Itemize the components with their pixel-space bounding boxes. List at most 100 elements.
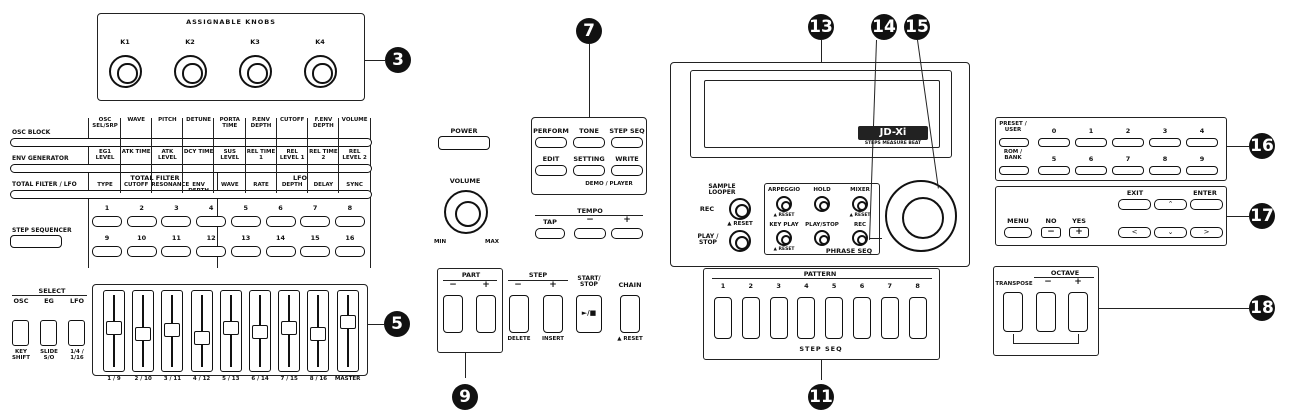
select-eg-button[interactable]	[40, 320, 57, 346]
part-plus-button[interactable]	[476, 295, 496, 333]
knob-k2[interactable]	[174, 55, 207, 88]
tempo-plus-button[interactable]	[611, 228, 643, 239]
phrase-playstop-button[interactable]	[814, 230, 830, 246]
transpose-button[interactable]	[1003, 292, 1023, 332]
step-button[interactable]	[334, 246, 365, 257]
fader-slider[interactable]	[219, 290, 242, 372]
fader-cap[interactable]	[135, 327, 152, 341]
pattern-pad[interactable]	[853, 297, 871, 339]
step-button[interactable]	[161, 216, 192, 227]
down-button[interactable]: ⌄	[1154, 227, 1187, 238]
fader-slider[interactable]	[103, 290, 125, 372]
pattern-pad[interactable]	[880, 297, 899, 339]
keyplay-button[interactable]	[776, 230, 792, 246]
left-button[interactable]: <	[1118, 227, 1151, 238]
fader-cap[interactable]	[222, 321, 239, 335]
step-button[interactable]	[265, 216, 296, 227]
pattern-pad[interactable]	[797, 297, 816, 339]
volume-knob[interactable]	[444, 190, 488, 234]
menu-button[interactable]	[1004, 227, 1032, 238]
step-button[interactable]	[265, 246, 296, 257]
octave-minus-button[interactable]	[1036, 292, 1056, 332]
looper-rec-button[interactable]	[729, 198, 751, 220]
right-button[interactable]: >	[1190, 227, 1223, 238]
step-button[interactable]	[196, 216, 227, 227]
fader-slider[interactable]	[249, 290, 271, 372]
enter-button[interactable]	[1190, 199, 1223, 210]
preset-number-button[interactable]	[1112, 166, 1144, 175]
mixer-button[interactable]	[852, 196, 868, 212]
fader-slider[interactable]	[336, 290, 359, 372]
hold-button[interactable]	[814, 196, 830, 212]
fader-cap[interactable]	[281, 321, 298, 335]
fader-cap[interactable]	[164, 323, 181, 337]
phrase-rec-button[interactable]	[852, 230, 868, 246]
value-dial[interactable]	[885, 180, 957, 252]
pattern-pad[interactable]	[741, 297, 760, 339]
step-button[interactable]	[230, 216, 261, 227]
looper-play-button[interactable]	[729, 230, 751, 252]
exit-button[interactable]	[1118, 199, 1151, 210]
fader-slider[interactable]	[278, 290, 301, 372]
octave-plus-button[interactable]	[1068, 292, 1088, 332]
fader-cap[interactable]	[106, 321, 122, 335]
preset-number-button[interactable]	[1149, 138, 1181, 147]
fader-cap[interactable]	[193, 331, 210, 345]
osc-block-button[interactable]	[10, 138, 372, 147]
step-button[interactable]	[196, 246, 227, 257]
tap-button[interactable]	[535, 228, 565, 239]
fader-cap[interactable]	[339, 315, 356, 329]
preset-number-button[interactable]	[1075, 138, 1107, 147]
step-button[interactable]	[161, 246, 192, 257]
power-button[interactable]	[438, 136, 490, 150]
fader-slider[interactable]	[132, 290, 155, 372]
write-button[interactable]	[611, 165, 643, 176]
step-button[interactable]	[334, 216, 365, 227]
step-button[interactable]	[126, 216, 157, 227]
preset-user-button[interactable]	[999, 138, 1029, 147]
yes-button[interactable]: +	[1069, 227, 1089, 238]
preset-number-button[interactable]	[1112, 138, 1144, 147]
select-lfo-button[interactable]	[68, 320, 85, 346]
preset-number-button[interactable]	[1149, 166, 1181, 175]
total-filter-lfo-button[interactable]	[10, 190, 372, 199]
tone-button[interactable]	[573, 137, 605, 148]
step-button[interactable]	[300, 246, 331, 257]
step-button[interactable]	[230, 246, 261, 257]
step-button[interactable]	[92, 246, 122, 257]
preset-number-button[interactable]	[1186, 138, 1218, 147]
step-plus-button[interactable]	[543, 295, 563, 333]
fader-slider[interactable]	[307, 290, 330, 372]
step-sequencer-button[interactable]	[10, 235, 62, 248]
rom-bank-button[interactable]	[999, 166, 1029, 175]
tempo-minus-button[interactable]	[574, 228, 606, 239]
knob-k1[interactable]	[109, 55, 142, 88]
step-button[interactable]	[126, 246, 157, 257]
step-button[interactable]	[92, 216, 122, 227]
chain-button[interactable]	[620, 295, 640, 333]
pattern-pad[interactable]	[908, 297, 927, 339]
part-minus-button[interactable]	[443, 295, 463, 333]
step-seq-button[interactable]	[611, 137, 643, 148]
arpeggio-button[interactable]	[776, 196, 792, 212]
setting-button[interactable]	[573, 165, 605, 176]
start-stop-button[interactable]	[576, 295, 602, 333]
step-minus-button[interactable]	[509, 295, 529, 333]
pattern-pad[interactable]	[825, 297, 844, 339]
fader-cap[interactable]	[310, 327, 327, 341]
preset-number-button[interactable]	[1075, 166, 1107, 175]
pattern-pad[interactable]	[714, 297, 732, 339]
knob-k4[interactable]	[304, 55, 337, 88]
preset-number-button[interactable]	[1186, 166, 1218, 175]
pattern-pad[interactable]	[769, 297, 788, 339]
step-button[interactable]	[300, 216, 331, 227]
up-button[interactable]: ⌃	[1154, 199, 1187, 210]
preset-number-button[interactable]	[1038, 166, 1070, 175]
env-generator-button[interactable]	[10, 164, 372, 173]
select-osc-button[interactable]	[12, 320, 29, 346]
edit-button[interactable]	[535, 165, 567, 176]
perform-button[interactable]	[535, 137, 567, 148]
fader-cap[interactable]	[252, 325, 268, 339]
no-button[interactable]: −	[1041, 227, 1061, 238]
preset-number-button[interactable]	[1038, 138, 1070, 147]
